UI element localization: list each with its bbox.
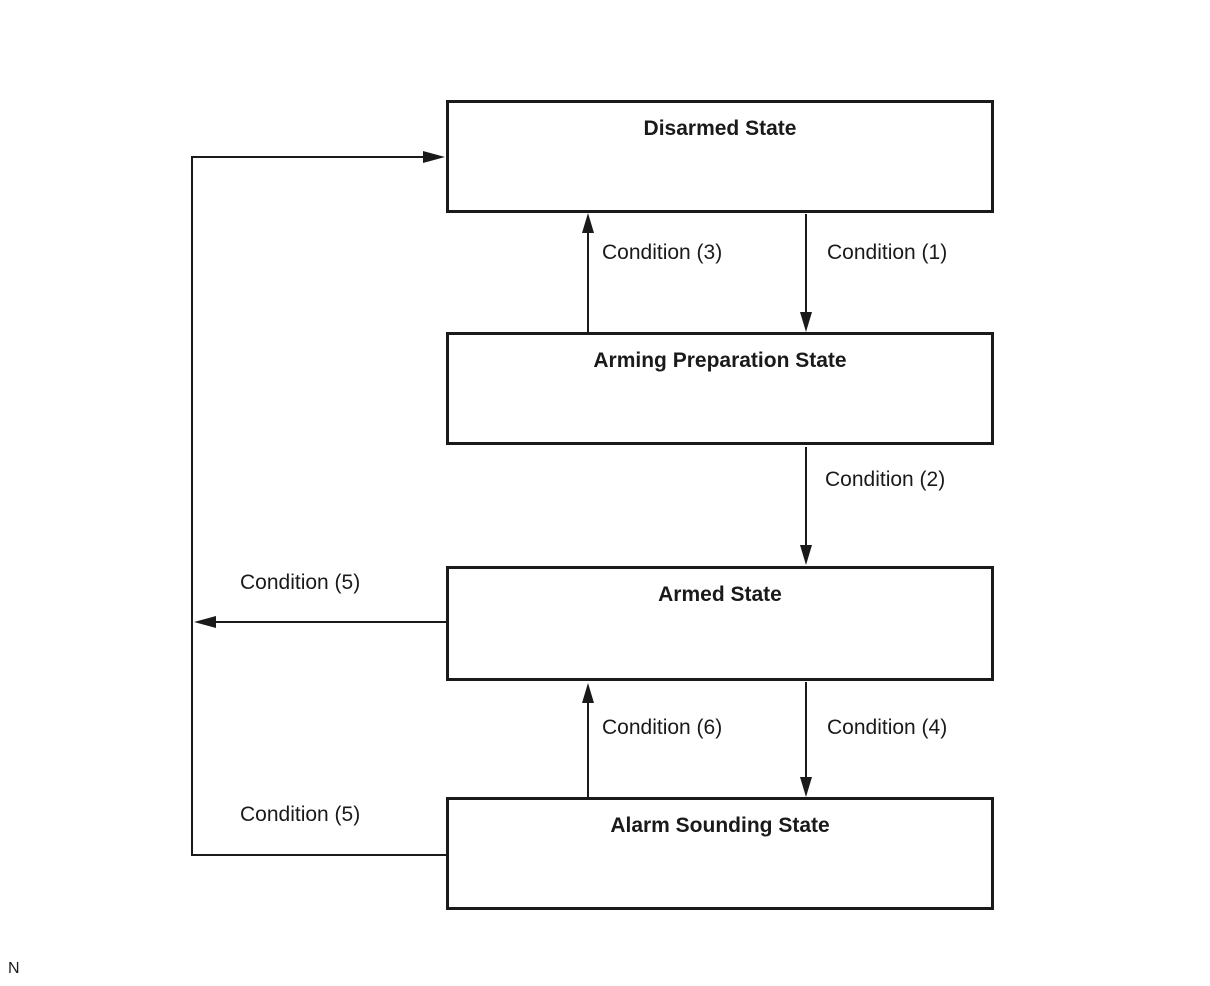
arrow-condition-1 (800, 214, 812, 332)
transition-label-condition-5-alarm: Condition (5) (240, 803, 361, 826)
transition-label-condition-5-armed: Condition (5) (240, 571, 361, 594)
arrow-condition-5-armed (194, 616, 446, 628)
transition-label-condition-3: Condition (3) (602, 241, 723, 264)
state-box-armed: Armed State (446, 566, 994, 681)
arrow-condition-2 (800, 447, 812, 565)
transition-label-condition-4: Condition (4) (827, 716, 948, 739)
transition-label-condition-6: Condition (6) (602, 716, 723, 739)
state-box-alarm-sounding: Alarm Sounding State (446, 797, 994, 910)
state-label-alarm-sounding: Alarm Sounding State (610, 814, 830, 837)
arrow-condition-3 (582, 213, 594, 332)
transition-label-condition-1: Condition (1) (827, 241, 948, 264)
arrow-condition-6 (582, 683, 594, 797)
transition-label-condition-2: Condition (2) (825, 468, 946, 491)
state-box-disarmed: Disarmed State (446, 100, 994, 213)
state-box-arming-preparation: Arming Preparation State (446, 332, 994, 445)
state-label-disarmed: Disarmed State (643, 117, 797, 140)
state-label-armed: Armed State (658, 583, 782, 606)
arrow-condition-5-alarm-feedback (191, 151, 446, 856)
arrow-condition-4 (800, 682, 812, 797)
state-label-arming-preparation: Arming Preparation State (593, 349, 847, 372)
footnote-n: N (8, 960, 20, 977)
